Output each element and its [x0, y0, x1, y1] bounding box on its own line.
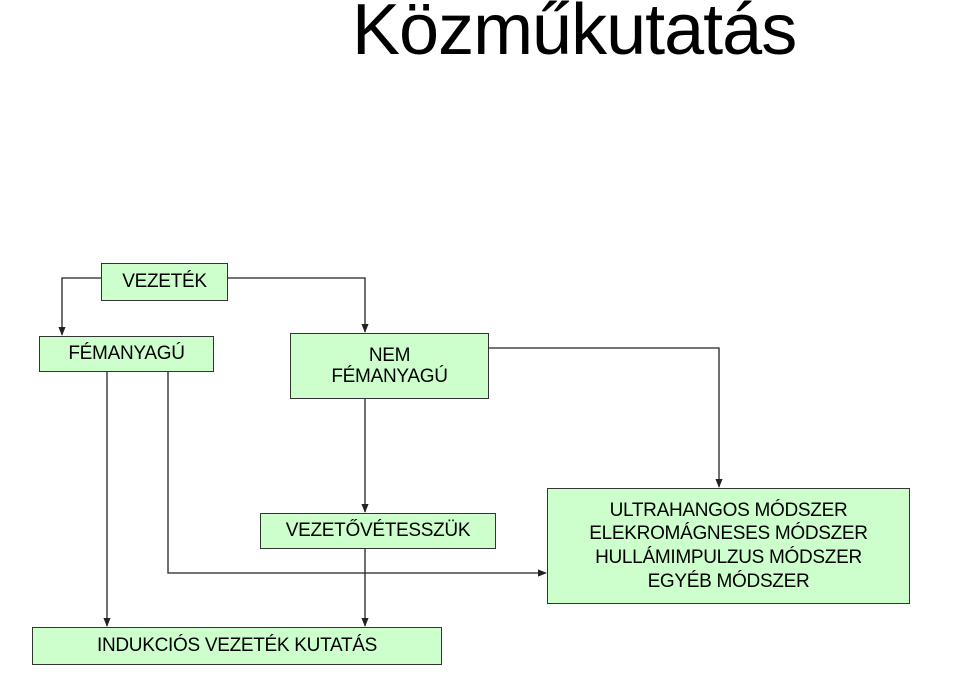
node-indukcios: INDUKCIÓS VEZETÉK KUTATÁS: [32, 627, 442, 665]
node-label-line: ELEKROMÁGNESES MÓDSZER: [589, 523, 868, 545]
node-femanyagu: FÉMANYAGÚ: [39, 336, 214, 372]
node-label-line: EGYÉB MÓDSZER: [647, 570, 810, 592]
node-label: VEZETŐVÉTESSZÜK: [285, 520, 471, 542]
node-label-line: FÉMANYAGÚ: [331, 366, 448, 387]
edge-femanyagu-modszerek: [167, 372, 547, 577]
node-label-line: HULLÁMIMPULZUS MÓDSZER: [595, 547, 862, 568]
edge-nem-femanyagu-modszerek: [489, 347, 723, 488]
node-modszerek: ULTRAHANGOS MÓDSZER ELEKROMÁGNESES MÓDSZ…: [547, 488, 910, 604]
node-label-line: NEM: [368, 344, 411, 366]
node-vezetovetesszuk: VEZETŐVÉTESSZÜK: [260, 513, 496, 549]
node-label: FÉMANYAGÚ: [68, 343, 185, 365]
node-nem-femanyagu: NEM FÉMANYAGÚ: [290, 333, 489, 399]
node-vezetek: VEZETÉK: [101, 263, 228, 301]
node-label: VEZETÉK: [122, 271, 207, 293]
edge-vezetek-nem-femanyagu: [228, 277, 369, 333]
edge-vezetek-femanyagu: [58, 277, 101, 336]
node-label: INDUKCIÓS VEZETÉK KUTATÁS: [96, 635, 377, 657]
page-title: Közműkutatás: [352, 0, 797, 70]
node-label-line: ULTRAHANGOS MÓDSZER: [609, 499, 848, 521]
